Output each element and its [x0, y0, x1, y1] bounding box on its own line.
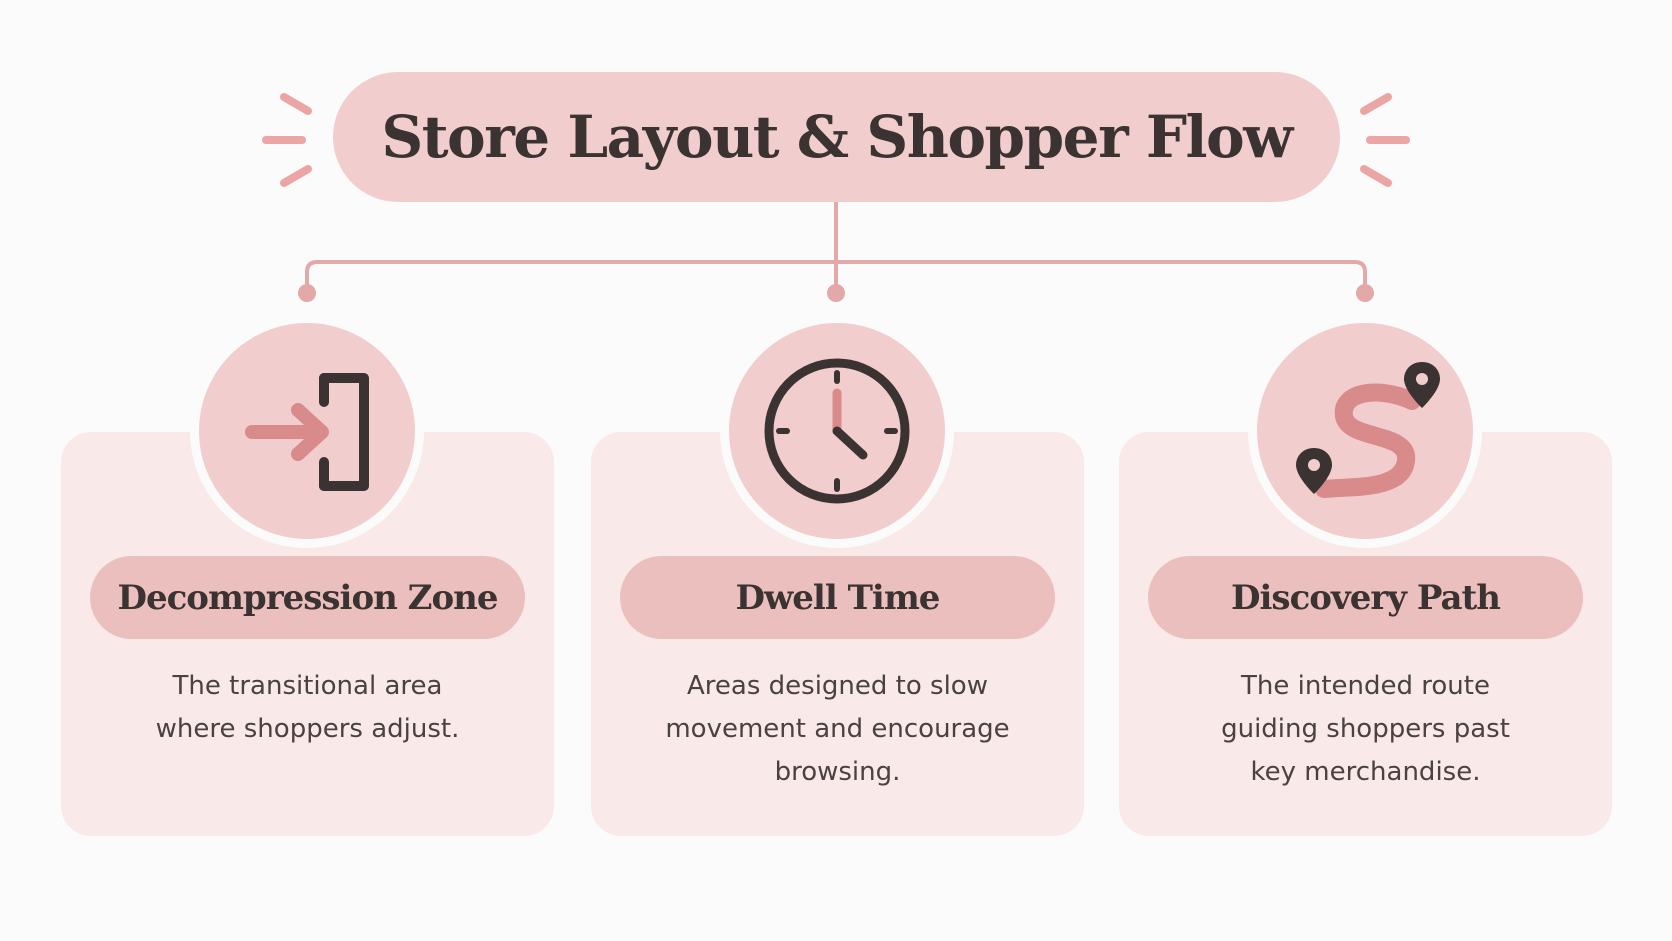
description-line: movement and encourage	[665, 714, 1010, 744]
node-card-decompression-zone: Decompression Zone The transitional area…	[61, 432, 554, 836]
node-label: Discovery Path	[1231, 577, 1501, 618]
map-pin-icon	[1296, 448, 1332, 494]
winding-path-icon	[1296, 362, 1440, 498]
description-line: where shoppers adjust.	[155, 714, 460, 744]
icon-badge-discovery-path	[1248, 314, 1482, 548]
branch-dot-center	[827, 284, 845, 302]
description-line: Areas designed to slow	[687, 671, 988, 701]
clock-icon	[764, 358, 910, 504]
diagram-title: Store Layout & Shopper Flow	[381, 103, 1293, 171]
branch-dot-right	[1356, 284, 1374, 302]
description-line: The transitional area	[172, 671, 443, 701]
node-label: Decompression Zone	[117, 577, 498, 618]
description-line: The intended route	[1241, 671, 1490, 701]
node-description: Areas designed to slow movement and enco…	[611, 665, 1064, 794]
description-line: key merchandise.	[1250, 757, 1481, 787]
enter-door-icon	[245, 373, 369, 491]
node-label-pill: Dwell Time	[620, 556, 1055, 639]
description-line: guiding shoppers past	[1221, 714, 1510, 744]
title-pill: Store Layout & Shopper Flow	[333, 72, 1340, 202]
right-burst-marks	[1360, 93, 1410, 187]
node-label-pill: Discovery Path	[1148, 556, 1583, 639]
branch-dot-left	[298, 284, 316, 302]
left-burst-marks	[262, 93, 312, 187]
node-label: Dwell Time	[735, 577, 941, 618]
icon-badge-dwell-time	[720, 314, 954, 548]
node-description: The transitional area where shoppers adj…	[81, 665, 534, 751]
description-line: browsing.	[774, 757, 901, 787]
map-pin-icon	[1404, 362, 1440, 408]
node-description: The intended route guiding shoppers past…	[1139, 665, 1592, 794]
node-label-pill: Decompression Zone	[90, 556, 525, 639]
icon-badge-decompression	[190, 314, 424, 548]
